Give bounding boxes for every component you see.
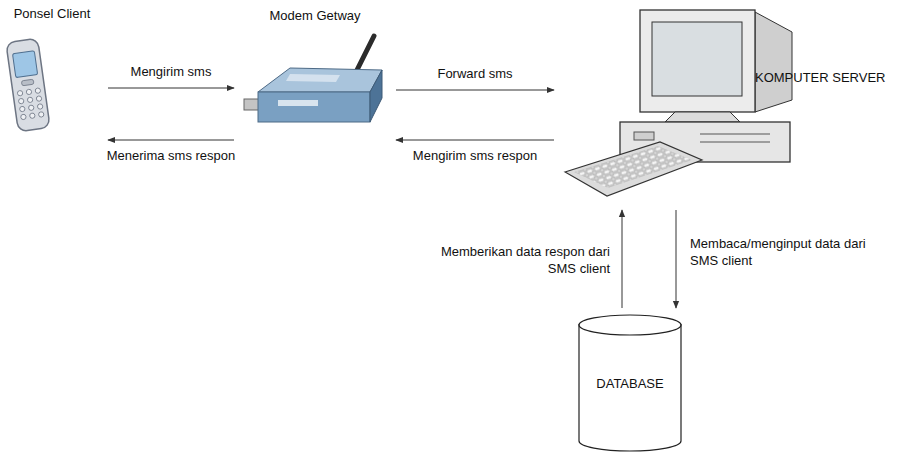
server-node: KOMPUTER SERVER [560, 4, 905, 204]
edge-label: Mengirim sms respon [413, 148, 537, 165]
edge-label: Menerima sms respon [107, 148, 236, 165]
modem-node: Modem Getway [240, 6, 390, 138]
arrow-connector [622, 210, 623, 308]
edge-label: Memberikan data respon dari SMS client [410, 244, 610, 278]
node-label: DATABASE [578, 376, 682, 392]
node-heading: Modem Getway [240, 8, 390, 24]
arrow-connector [396, 90, 554, 91]
node-heading: Ponsel Client [2, 6, 102, 22]
arrow-connector [396, 140, 554, 141]
modem-illustration [244, 36, 382, 122]
arrow-connector [108, 140, 234, 141]
arrow-connector [108, 88, 234, 89]
node-heading: KOMPUTER SERVER [755, 70, 903, 86]
arrow-connector [676, 210, 677, 308]
computer-illustration [565, 10, 792, 196]
database-node: DATABASE [578, 314, 682, 452]
phone-node: Ponsel Client [2, 6, 102, 134]
edge-label: Membaca/menginput data dari SMS client [690, 236, 880, 270]
edge-label: Mengirim sms [131, 64, 212, 81]
phone-illustration [6, 38, 50, 132]
edge-label: Forward sms [437, 66, 512, 83]
